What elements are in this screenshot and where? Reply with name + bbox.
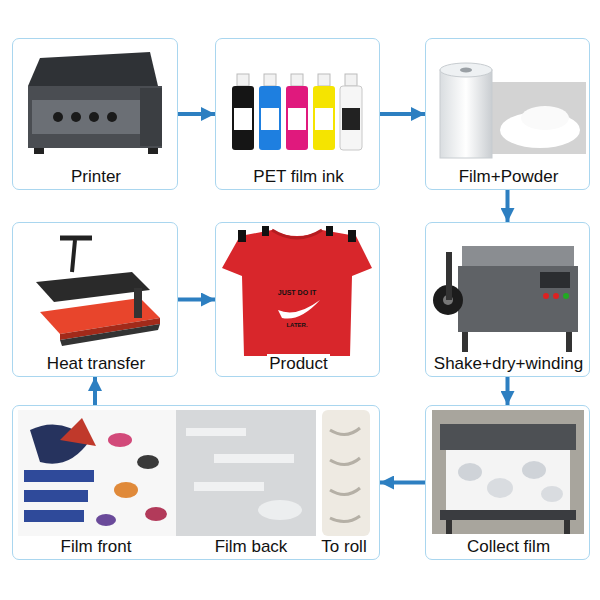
shaker-machine-illustration <box>433 246 578 352</box>
step-label: Film+Powder <box>457 167 561 187</box>
process-box: Shake+dry+winding <box>425 222 590 377</box>
process-box: Film+Powder <box>425 38 590 190</box>
collect-film-photo <box>432 410 584 534</box>
step-label: Collect film <box>465 537 552 557</box>
tshirt-illustration <box>222 226 372 356</box>
process-box: PET film ink <box>215 38 380 190</box>
flow-arrow <box>380 112 425 116</box>
flow-arrow <box>93 377 97 405</box>
step-label: To roll <box>319 537 368 557</box>
process-box: Heat transfer <box>12 222 178 377</box>
film-powder-illustration <box>440 63 586 158</box>
flow-arrow <box>178 112 215 116</box>
step-label: Film front <box>59 537 134 557</box>
flow-arrow <box>380 481 425 485</box>
film-samples-illustration <box>18 410 370 536</box>
step-label: PET film ink <box>251 167 345 187</box>
shirt-print-text: LATER. <box>286 322 307 328</box>
printer-illustration <box>28 52 162 154</box>
process-box: Film front Film back To roll <box>12 405 380 560</box>
step-label: Printer <box>69 167 123 187</box>
flow-arrow <box>178 298 215 302</box>
flow-arrow <box>506 190 510 222</box>
process-box: Printer <box>12 38 178 190</box>
step-label: Shake+dry+winding <box>432 354 585 374</box>
process-box: Product <box>215 222 380 377</box>
flow-arrow <box>506 377 510 405</box>
step-label: Product <box>267 354 330 374</box>
ink-bottles-illustration <box>232 74 362 150</box>
process-box: Collect film <box>425 405 590 560</box>
heat-press-illustration <box>36 238 160 346</box>
step-label: Film back <box>213 537 290 557</box>
step-label: Heat transfer <box>45 354 147 374</box>
shirt-print-text: JUST DO IT <box>278 289 317 296</box>
